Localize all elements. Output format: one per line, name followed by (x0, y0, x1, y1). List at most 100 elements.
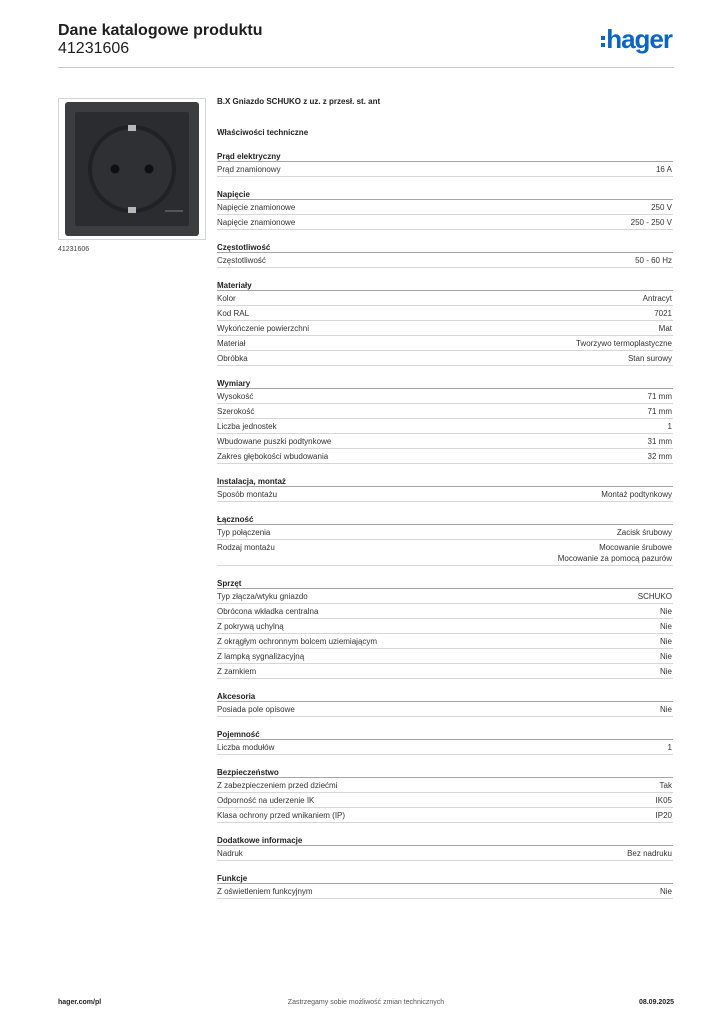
section-gap (217, 823, 673, 834)
spec-value: SCHUKO (638, 591, 672, 602)
spec-value-line: Antracyt (642, 294, 672, 303)
spec-value: Nie (660, 704, 672, 715)
spec-label: Wykończenie powierzchni (217, 324, 309, 333)
photo-caption: 41231606 (58, 246, 90, 253)
section-heading: Sprzęt (217, 577, 673, 589)
spec-value: 32 mm (648, 451, 672, 462)
spec-value: Mat (659, 323, 672, 334)
spec-value-line: Mocowanie za pomocą pazurów (557, 554, 672, 563)
section-heading: Wymiary (217, 377, 673, 389)
section-heading: Łączność (217, 513, 673, 525)
spec-label: Kod RAL (217, 309, 250, 318)
spec-value: Tak (660, 780, 672, 791)
spec-label: Prąd znamionowy (217, 165, 281, 174)
spec-value: 50 - 60 Hz (635, 255, 672, 266)
spec-value-line: Nie (659, 637, 672, 646)
spec-label: Wbudowane puszki podtynkowe (217, 437, 332, 446)
spec-label: Zakres głębokości wbudowania (217, 452, 329, 461)
socket-outlet-icon (65, 102, 199, 236)
spec-row: Obróbka Stan surowy (217, 351, 673, 366)
section-heading: Materiały (217, 279, 673, 291)
spec-value: 250 V (651, 202, 672, 213)
product-number: 41231606 (58, 40, 130, 57)
footer-website: hager.com/pl (58, 999, 102, 1006)
spec-row: Z okrągłym ochronnym bolcem uziemiającym… (217, 634, 673, 649)
spec-value: Bez nadruku (627, 848, 672, 859)
spec-label: Kolor (217, 294, 236, 303)
spec-value: 31 mm (648, 436, 672, 447)
section-heading: Bezpieczeństwo (217, 766, 673, 778)
spec-value-line: 71 mm (647, 407, 672, 416)
section-heading: Pojemność (217, 728, 673, 740)
spec-label: Z lampką sygnalizacyjną (217, 652, 305, 661)
spec-label: Napięcie znamionowe (217, 203, 296, 212)
spec-value: Nie (660, 621, 672, 632)
spec-value-line: Montaż podtynkowy (601, 490, 672, 499)
document-title: Dane katalogowe produktu (58, 22, 263, 39)
footer-disclaimer: Zastrzegamy sobie możliwość zmian techni… (287, 999, 445, 1006)
page-header: Dane katalogowe produktu 41231606 hager (58, 22, 674, 68)
spec-label: Liczba modułów (217, 743, 275, 752)
spec-label: Rodzaj montażu (217, 543, 275, 552)
spec-value: Nie (660, 666, 672, 677)
spec-value: Stan surowy (628, 353, 672, 364)
technical-properties-title: Właściwości techniczne (217, 128, 309, 137)
section-gap (217, 679, 673, 690)
section-heading: Prąd elektryczny (217, 150, 673, 162)
section-heading: Funkcje (217, 872, 673, 884)
spec-value: IK05 (656, 795, 672, 806)
spec-value-line: Nie (659, 622, 672, 631)
spec-value: Nie (660, 886, 672, 897)
spec-value: Zacisk śrubowy (617, 527, 672, 538)
spec-value-line: 7021 (654, 309, 672, 318)
spec-value-line: Mat (658, 324, 672, 333)
section-gap (217, 861, 673, 872)
logo-text: hager (606, 23, 673, 54)
spec-value: 7021 (654, 308, 672, 319)
section-gap (217, 464, 673, 475)
section-heading: Częstotliwość (217, 241, 673, 253)
spec-label: Materiał (217, 339, 246, 348)
spec-row: Kod RAL 7021 (217, 306, 673, 321)
spec-value-line: 31 mm (647, 437, 672, 446)
hager-logo: hager (601, 23, 673, 54)
spec-value-line: IP20 (655, 811, 672, 820)
spec-value-line: 250 - 250 V (630, 218, 672, 227)
section-gap (217, 566, 673, 577)
section-heading: Akcesoria (217, 690, 673, 702)
product-details: B.X Gniazdo SCHUKO z uz. z przesł. st. a… (217, 96, 673, 899)
spec-label: Liczba jednostek (217, 422, 277, 431)
section-gap (217, 502, 673, 513)
spec-row: Odporność na uderzenie IK IK05 (217, 793, 673, 808)
spec-row: Częstotliwość 50 - 60 Hz (217, 253, 673, 268)
section-gap (217, 177, 673, 188)
spec-value: Tworzywo termoplastyczne (576, 338, 672, 349)
spec-value: Nie (660, 606, 672, 617)
spec-value-line: IK05 (655, 796, 672, 805)
spec-label: Posiada pole opisowe (217, 705, 295, 714)
spec-label: Odporność na uderzenie IK (217, 796, 315, 805)
spec-label: Klasa ochrony przed wnikaniem (IP) (217, 811, 346, 820)
spec-label: Obróbka (217, 354, 248, 363)
spec-row: Materiał Tworzywo termoplastyczne (217, 336, 673, 351)
spec-value-line: Nie (659, 607, 672, 616)
spec-value-line: 50 - 60 Hz (635, 256, 672, 265)
spec-label: Z okrągłym ochronnym bolcem uziemiającym (217, 637, 378, 646)
spec-label: Z pokrywą uchylną (217, 622, 284, 631)
spec-label: Częstotliwość (217, 256, 266, 265)
spec-row: Wbudowane puszki podtynkowe 31 mm (217, 434, 673, 449)
spec-value-line: Tak (659, 781, 672, 790)
section-gap (217, 268, 673, 279)
spec-row: Posiada pole opisowe Nie (217, 702, 673, 717)
section-heading: Dodatkowe informacje (217, 834, 673, 846)
